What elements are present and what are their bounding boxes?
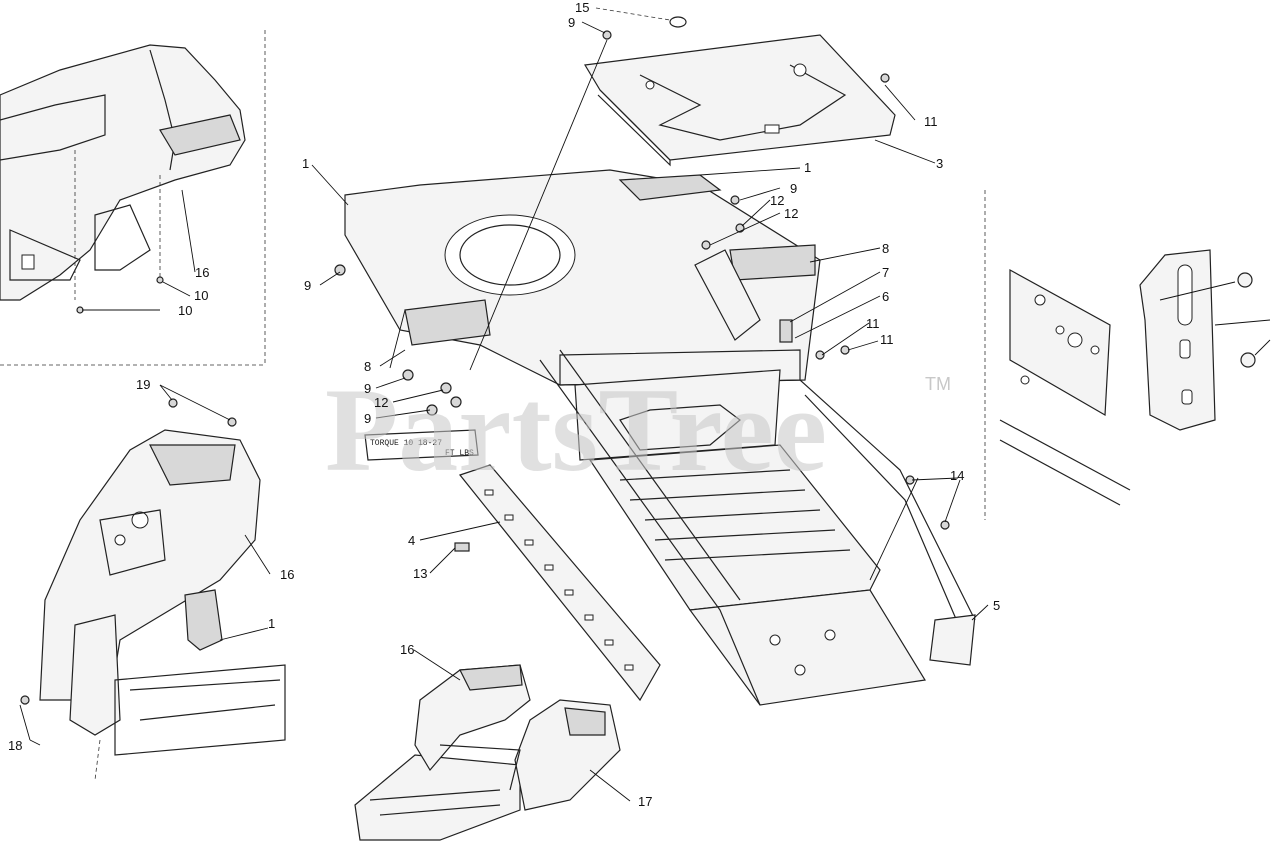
callout-11-top: 11	[924, 114, 938, 129]
main-frame-assembly: TORQUE 10 18-27 FT LBS	[20, 16, 976, 706]
callout-18: 18	[8, 738, 22, 753]
assembly-overview	[354, 664, 621, 841]
callout-8-left: 8	[364, 359, 371, 374]
callout-1-frame: 1	[302, 156, 309, 171]
watermark-text: PartsTree	[325, 363, 827, 496]
callout-8-right: 8	[882, 241, 889, 256]
floor-grid	[619, 469, 851, 561]
torque-stamp-line1: TORQUE 10 18-27	[370, 439, 442, 448]
callout-3: 3	[936, 156, 943, 171]
callout-16-overview: 16	[400, 642, 414, 657]
callout-13: 13	[413, 566, 427, 581]
callout-12-lower: 12	[374, 395, 388, 410]
callout-4: 4	[408, 533, 415, 548]
callout-16-console: 16	[280, 567, 294, 582]
callout-17: 17	[638, 794, 652, 809]
callout-1-bracket: 1	[804, 160, 811, 175]
callout-15: 15	[575, 0, 589, 15]
inset-right-bracket	[999, 249, 1271, 506]
callout-9-lower: 9	[364, 381, 371, 396]
rail-slots	[484, 489, 634, 671]
watermark-tm: TM	[925, 374, 951, 394]
callout-14: 14	[950, 468, 964, 483]
callout-10-lower: 10	[178, 303, 192, 318]
callout-9-upper: 9	[790, 181, 797, 196]
callout-10-upper: 10	[194, 288, 208, 303]
callout-11-lower: 11	[880, 332, 894, 347]
inset-top-left-body	[0, 44, 246, 301]
callout-5: 5	[993, 598, 1000, 613]
callouts: 15 9 11 3 1 1 9 12 12 8 7 6 9 11 11 8 9 …	[8, 0, 1000, 809]
callout-6: 6	[882, 289, 889, 304]
callout-16-top: 16	[195, 265, 209, 280]
callout-7: 7	[882, 265, 889, 280]
callout-12-mid: 12	[784, 206, 798, 221]
callout-9-top: 9	[568, 15, 575, 30]
callout-12-upper: 12	[770, 193, 784, 208]
callout-9-bottom: 9	[364, 411, 371, 426]
inset-dividers	[0, 30, 986, 520]
torque-stamp-line2: FT LBS	[445, 449, 474, 458]
callout-9-left: 9	[304, 278, 311, 293]
callout-11-mid: 11	[866, 316, 880, 331]
watermark: PartsTree TM	[325, 363, 951, 496]
leader-lines	[29, 7, 989, 802]
callout-19: 19	[136, 377, 150, 392]
callout-1-console: 1	[268, 616, 275, 631]
inset-bottom-left-console	[19, 429, 286, 781]
